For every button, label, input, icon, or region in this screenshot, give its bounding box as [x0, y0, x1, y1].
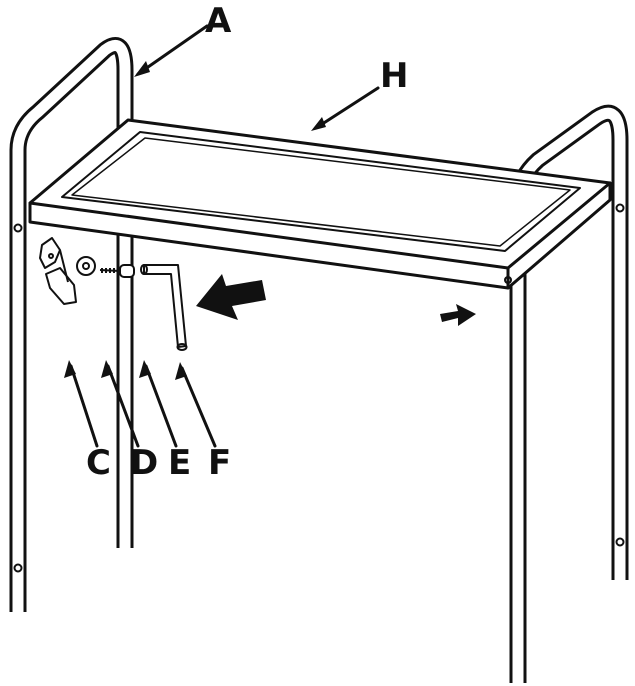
shelf-tray — [28, 118, 612, 290]
label-f: F — [208, 443, 231, 483]
clip-bracket-part — [39, 237, 77, 305]
label-h: H — [380, 56, 408, 96]
washer-part — [76, 256, 96, 276]
small-direction-arrow-icon — [440, 304, 476, 326]
label-e: E — [168, 443, 191, 483]
right-leg-hole-upper — [615, 203, 625, 213]
label-d: D — [130, 443, 158, 483]
right-leg-hole-lower — [615, 537, 625, 547]
hex-key-part — [140, 264, 188, 351]
left-leg-hole-lower — [13, 563, 23, 573]
shelf-fixing-point — [504, 276, 512, 284]
left-frame — [9, 37, 134, 612]
bolt-part — [99, 264, 135, 278]
label-c: C — [86, 443, 111, 483]
left-leg-hole-upper — [13, 223, 23, 233]
leader-arrows — [64, 24, 380, 448]
label-a: A — [205, 1, 232, 41]
large-insert-arrow-icon — [196, 274, 266, 320]
